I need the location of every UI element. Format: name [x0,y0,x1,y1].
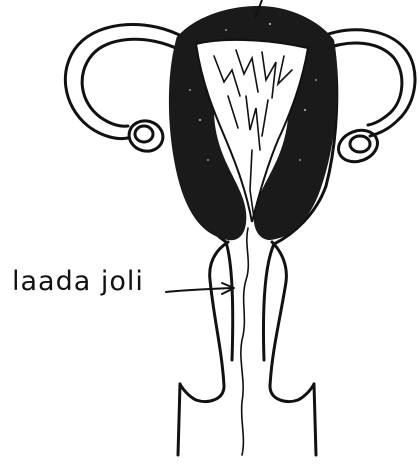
callout-arrow [166,283,234,294]
right-ovary [334,125,382,167]
callout-label: laada joli [12,266,144,297]
cervical-canal [178,228,316,455]
left-fallopian-tube [65,24,185,138]
left-ovary [126,117,167,155]
